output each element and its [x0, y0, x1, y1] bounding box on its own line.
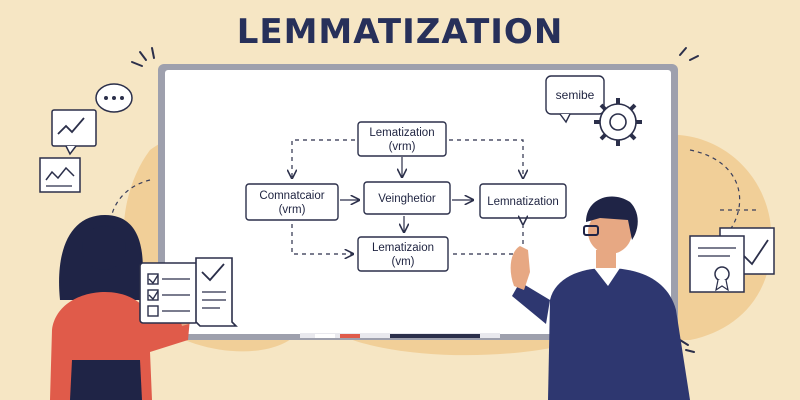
sparkle-left — [131, 47, 155, 67]
right-dashed-curve — [689, 149, 741, 231]
dashed-top-left — [292, 139, 355, 178]
node-right-line1: Lemnatization — [487, 196, 559, 208]
node-bottom-line1: Lematizaion — [372, 242, 434, 254]
diagram-connectors — [291, 139, 523, 255]
node-center-line1: Veinghetior — [378, 193, 436, 205]
node-left-line2: (vrm) — [279, 204, 306, 216]
sparkle-right — [679, 47, 699, 61]
chat-bubble-icon — [95, 83, 133, 113]
marker-eraser — [390, 334, 480, 338]
node-left-line1: Comnatcaior — [259, 190, 324, 202]
node-bottom-line2: (vm) — [392, 256, 415, 268]
semibe-bubble: semibe — [545, 75, 605, 124]
dashed-right-bottom — [453, 224, 523, 255]
checklist-tablet-icon — [139, 262, 199, 324]
bubble-label: semibe — [556, 88, 595, 102]
dashed-top-right — [449, 139, 523, 178]
marker-white — [315, 334, 335, 338]
chart-card-icon — [51, 109, 97, 156]
document-chart-icon — [39, 157, 81, 193]
page-title: LEMMATIZATION — [236, 12, 564, 52]
node-top-line1: Lematization — [369, 127, 434, 139]
node-bottom: Lematizaion (vm) — [357, 236, 449, 272]
checkmark-scroll-icon — [195, 257, 238, 327]
sparkle-bottom-right — [679, 339, 695, 353]
dashed-left-bottom — [291, 224, 353, 254]
certificate-icon — [689, 227, 775, 293]
node-top: Lematization (vrm) — [357, 121, 447, 157]
man-figure — [510, 196, 690, 400]
node-top-line2: (vrm) — [389, 141, 416, 153]
node-right: Lemnatization — [479, 183, 567, 219]
marker-red — [340, 334, 360, 338]
gear-icon — [594, 98, 642, 146]
woman-figure — [50, 215, 196, 400]
node-center: Veinghetior — [363, 181, 451, 215]
node-left: Comnatcaior (vrm) — [245, 183, 339, 221]
